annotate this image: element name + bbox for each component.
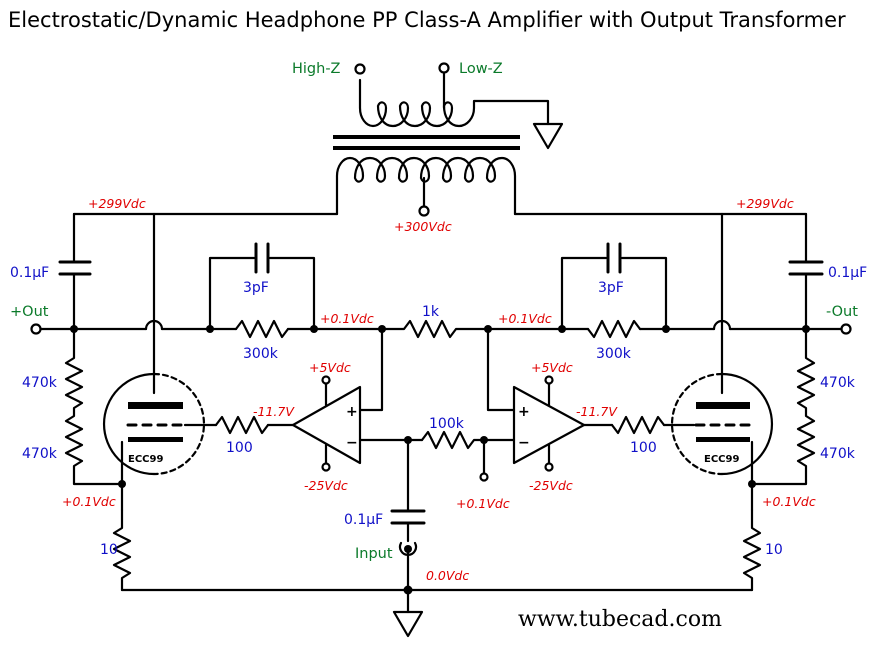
left-divider-top-label: 470k bbox=[22, 375, 58, 391]
inverter-resistor-label: 100k bbox=[429, 416, 465, 432]
left-feedback-voltage: +0.1Vdc bbox=[320, 311, 374, 326]
diagram-title: Electrostatic/Dynamic Headphone PP Class… bbox=[8, 8, 846, 32]
right-grid-voltage: -11.7V bbox=[576, 404, 618, 419]
minus-out-terminal bbox=[840, 323, 852, 335]
ground-icon bbox=[392, 610, 424, 638]
wire bbox=[720, 372, 774, 476]
reference-voltage: +0.1Vdc bbox=[456, 496, 510, 511]
left-cathode-voltage: +0.1Vdc bbox=[62, 494, 116, 509]
left-opamp-vminus-voltage: -25Vdc bbox=[304, 478, 348, 493]
right-cathode-resistor bbox=[742, 508, 762, 592]
left-tube-plate bbox=[128, 402, 183, 409]
left-tube-cathode bbox=[128, 437, 183, 442]
left-divider-bottom-label: 470k bbox=[22, 446, 58, 462]
left-opamp-vminus-terminal bbox=[321, 462, 331, 472]
left-grid-resistor bbox=[214, 415, 270, 435]
left-feedback-resistor bbox=[234, 319, 290, 339]
left-output-cap-label: 0.1µF bbox=[10, 265, 49, 281]
right-opamp-vminus-terminal bbox=[544, 462, 554, 472]
primary-winding bbox=[335, 156, 517, 216]
junction-dot bbox=[118, 480, 126, 488]
bridge-resistor-label: 1k bbox=[422, 304, 440, 320]
site-url: www.tubecad.com bbox=[518, 607, 722, 632]
left-tube-ecc99: ECC99 bbox=[102, 372, 206, 476]
right-output-cap-label: 0.1µF bbox=[828, 265, 867, 281]
left-plate-voltage: +299Vdc bbox=[88, 196, 146, 211]
left-opamp-vplus-voltage: +5Vdc bbox=[309, 360, 351, 375]
right-cathode-resistor-label: 10 bbox=[765, 542, 783, 558]
high-z-label: High-Z bbox=[292, 61, 341, 77]
left-opamp: + − bbox=[291, 385, 362, 465]
wire bbox=[102, 372, 156, 476]
right-feedback-resistor-label: 300k bbox=[596, 346, 632, 362]
right-opamp-vplus-voltage: +5Vdc bbox=[531, 360, 573, 375]
right-tube-cathode bbox=[696, 437, 750, 442]
output-transformer bbox=[333, 72, 550, 216]
right-fb-cap-label: 3pF bbox=[598, 280, 624, 296]
left-cathode-resistor-label: 10 bbox=[100, 542, 118, 558]
right-grid-resistor bbox=[610, 415, 666, 435]
right-cathode-voltage: +0.1Vdc bbox=[762, 494, 816, 509]
secondary-ground-icon bbox=[532, 122, 564, 150]
right-plate-voltage: +299Vdc bbox=[736, 196, 794, 211]
b-plus-terminal bbox=[418, 205, 430, 217]
wire bbox=[208, 256, 256, 331]
left-opamp-plus: + bbox=[346, 404, 358, 420]
wire bbox=[560, 256, 608, 331]
wire bbox=[620, 256, 668, 331]
left-fb-cap-label: 3pF bbox=[243, 280, 269, 296]
secondary-winding bbox=[358, 78, 550, 128]
left-tube-label: ECC99 bbox=[128, 454, 163, 465]
left-divider-resistors bbox=[64, 327, 124, 486]
bridge-resistor bbox=[380, 319, 490, 339]
inverter-resistor bbox=[420, 430, 516, 450]
right-tube-plate bbox=[696, 402, 750, 409]
plus-out-terminal bbox=[30, 323, 42, 335]
input-label: Input bbox=[355, 546, 393, 562]
right-divider-bottom-label: 470k bbox=[820, 446, 856, 462]
input-jack-pin bbox=[404, 545, 412, 553]
right-divider-resistors bbox=[750, 327, 816, 486]
ground-voltage: 0.0Vdc bbox=[426, 568, 469, 583]
right-feedback-voltage: +0.1Vdc bbox=[498, 311, 552, 326]
wire bbox=[486, 327, 516, 412]
right-opamp-vminus-voltage: -25Vdc bbox=[529, 478, 573, 493]
wire bbox=[152, 372, 206, 476]
minus-out-label: -Out bbox=[826, 304, 858, 320]
b-plus-voltage: +300Vdc bbox=[394, 219, 452, 234]
right-opamp-vplus-terminal bbox=[544, 375, 554, 385]
low-z-terminal bbox=[438, 62, 450, 74]
high-z-terminal bbox=[354, 63, 366, 75]
wire bbox=[291, 385, 362, 465]
right-feedback-resistor bbox=[586, 319, 642, 339]
left-opamp-minus: − bbox=[346, 435, 358, 451]
right-opamp-minus: − bbox=[518, 435, 530, 451]
reference-terminal bbox=[479, 472, 489, 482]
wire bbox=[358, 327, 384, 412]
plus-out-label: +Out bbox=[10, 304, 49, 320]
right-grid-resistor-label: 100 bbox=[630, 440, 657, 456]
low-z-label: Low-Z bbox=[459, 61, 503, 77]
left-cathode-resistor bbox=[112, 508, 132, 592]
wire bbox=[670, 372, 724, 476]
right-tube-label: ECC99 bbox=[704, 454, 739, 465]
junction-dot bbox=[748, 480, 756, 488]
right-tube-ecc99: ECC99 bbox=[670, 372, 774, 476]
wire bbox=[268, 256, 316, 331]
left-feedback-resistor-label: 300k bbox=[243, 346, 279, 362]
left-grid-voltage: -11.7V bbox=[253, 404, 295, 419]
right-divider-top-label: 470k bbox=[820, 375, 856, 391]
input-cap-label: 0.1µF bbox=[344, 512, 383, 528]
left-grid-resistor-label: 100 bbox=[226, 440, 253, 456]
right-opamp-plus: + bbox=[518, 404, 530, 420]
left-opamp-vplus-terminal bbox=[321, 375, 331, 385]
